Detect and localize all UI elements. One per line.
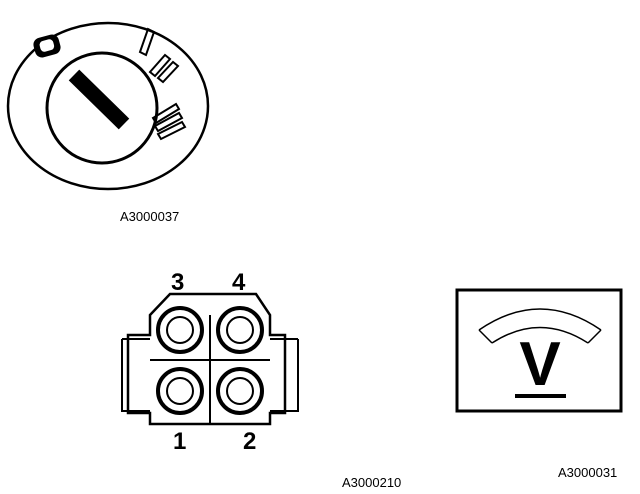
voltmeter-scale-left-edge — [478, 329, 493, 344]
connector-right-latch — [270, 338, 299, 412]
ignition-switch-reference: A3000037 — [120, 209, 179, 224]
connector-housing — [126, 292, 287, 426]
terminal-4 — [216, 306, 264, 354]
switch-outer-ring — [6, 21, 210, 191]
connector-reference: A3000210 — [342, 475, 401, 490]
four-pin-connector-icon — [121, 292, 299, 426]
position-one-marker — [138, 27, 156, 57]
pin-label-1: 1 — [173, 428, 186, 455]
switch-key-barrel — [45, 51, 159, 165]
voltmeter-symbol: V — [519, 330, 560, 399]
terminal-1 — [156, 367, 204, 415]
position-three-marker — [151, 102, 187, 141]
voltmeter-icon — [455, 288, 623, 413]
voltmeter-scale-arc-outer — [478, 308, 602, 331]
voltmeter-scale-arc-inner — [491, 326, 589, 344]
connector-left-latch — [121, 338, 150, 412]
terminal-2 — [216, 367, 264, 415]
ignition-switch-icon — [6, 21, 210, 191]
switch-key-slot — [68, 69, 130, 130]
voltmeter-reference: A3000031 — [558, 465, 617, 480]
voltmeter-scale-right-edge — [587, 329, 602, 344]
pin-label-3: 3 — [171, 269, 184, 296]
pin-label-2: 2 — [243, 428, 256, 455]
voltmeter-frame — [455, 288, 623, 413]
position-zero-marker — [33, 34, 61, 58]
pin-label-4: 4 — [232, 269, 246, 296]
terminal-3 — [156, 306, 204, 354]
position-two-marker — [148, 53, 180, 84]
